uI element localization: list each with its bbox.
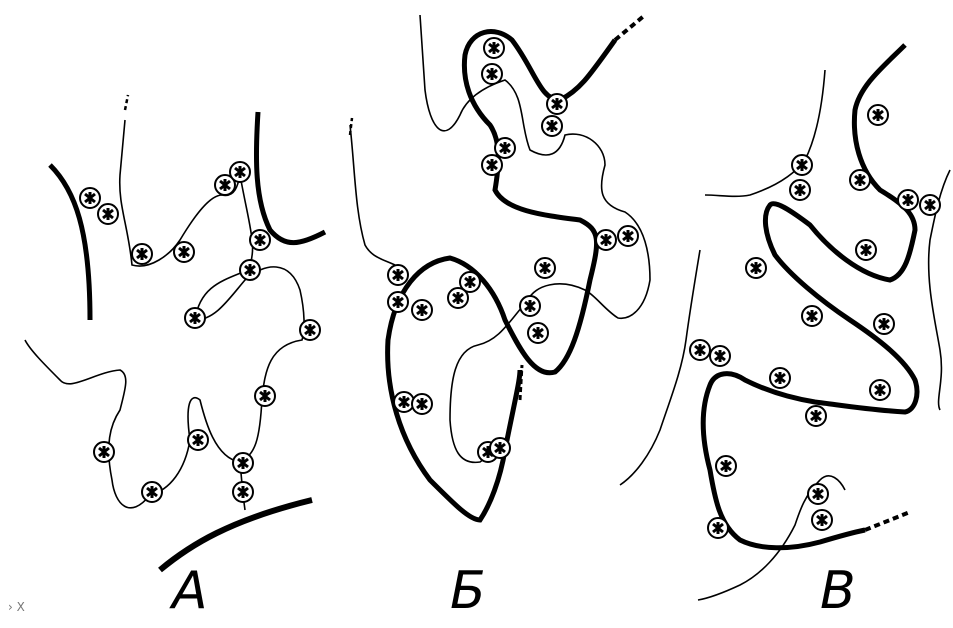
- monomer-unit: [250, 230, 270, 250]
- monomer-unit: [132, 244, 152, 264]
- monomer-unit: [710, 346, 730, 366]
- monomer-unit: [850, 170, 870, 190]
- monomer-unit: [94, 442, 114, 462]
- flexible-chain: [350, 125, 395, 265]
- monomer-unit: [300, 320, 320, 340]
- monomer-unit: [770, 368, 790, 388]
- monomer-unit: [255, 386, 275, 406]
- monomer-unit: [484, 38, 504, 58]
- monomer-unit: [528, 323, 548, 343]
- panel-a-label: А: [172, 565, 208, 617]
- monomer-unit: [233, 453, 253, 473]
- monomer-unit: [490, 438, 510, 458]
- monomer-unit: [812, 510, 832, 530]
- monomer-unit: [856, 240, 876, 260]
- monomer-unit: [596, 230, 616, 250]
- monomer-unit: [746, 258, 766, 278]
- monomer-unit: [482, 155, 502, 175]
- monomer-unit: [233, 482, 253, 502]
- monomer-unit: [482, 64, 502, 84]
- corner-mark: › X: [8, 600, 25, 614]
- panel-v-diagram: [620, 45, 950, 600]
- monomer-unit: [806, 406, 826, 426]
- monomer-unit: [868, 105, 888, 125]
- monomer-unit: [874, 314, 894, 334]
- dashed-end: [125, 95, 128, 110]
- flexible-chain: [705, 70, 825, 196]
- monomer-unit: [790, 180, 810, 200]
- rigid-segment: [160, 500, 312, 570]
- monomer-unit: [412, 394, 432, 414]
- panel-a-diagram: [25, 95, 325, 570]
- monomer-unit: [870, 380, 890, 400]
- monomer-unit: [174, 242, 194, 262]
- panel-b-label: Б: [450, 565, 486, 617]
- monomer-unit: [618, 226, 638, 246]
- monomer-unit: [802, 306, 822, 326]
- monomer-unit: [142, 482, 162, 502]
- dashed-end: [615, 15, 645, 40]
- rigid-segment: [50, 165, 90, 320]
- monomer-unit: [808, 484, 828, 504]
- monomer-unit: [230, 162, 250, 182]
- monomer-unit: [388, 292, 408, 312]
- monomer-unit: [520, 296, 540, 316]
- monomer-unit: [920, 195, 940, 215]
- monomer-unit: [547, 94, 567, 114]
- rigid-segment: [256, 112, 325, 243]
- monomer-unit: [394, 392, 414, 412]
- monomer-unit: [388, 265, 408, 285]
- dashed-end: [865, 512, 910, 530]
- monomer-unit: [535, 258, 555, 278]
- monomer-unit: [898, 190, 918, 210]
- monomer-unit: [448, 288, 468, 308]
- panel-v-label: В: [820, 565, 856, 617]
- monomer-unit: [185, 308, 205, 328]
- monomer-unit: [708, 518, 728, 538]
- monomer-unit: [495, 138, 515, 158]
- monomer-unit: [690, 340, 710, 360]
- monomer-unit: [240, 260, 260, 280]
- monomer-unit: [542, 116, 562, 136]
- flexible-chain: [620, 250, 700, 485]
- flexible-chain: [25, 120, 304, 508]
- monomer-unit: [412, 300, 432, 320]
- monomer-unit: [188, 430, 208, 450]
- dashed-end: [350, 118, 352, 135]
- panel-b-diagram: [350, 15, 650, 520]
- monomer-unit: [792, 155, 812, 175]
- monomer-unit: [80, 188, 100, 208]
- monomer-unit: [98, 204, 118, 224]
- monomer-unit: [716, 456, 736, 476]
